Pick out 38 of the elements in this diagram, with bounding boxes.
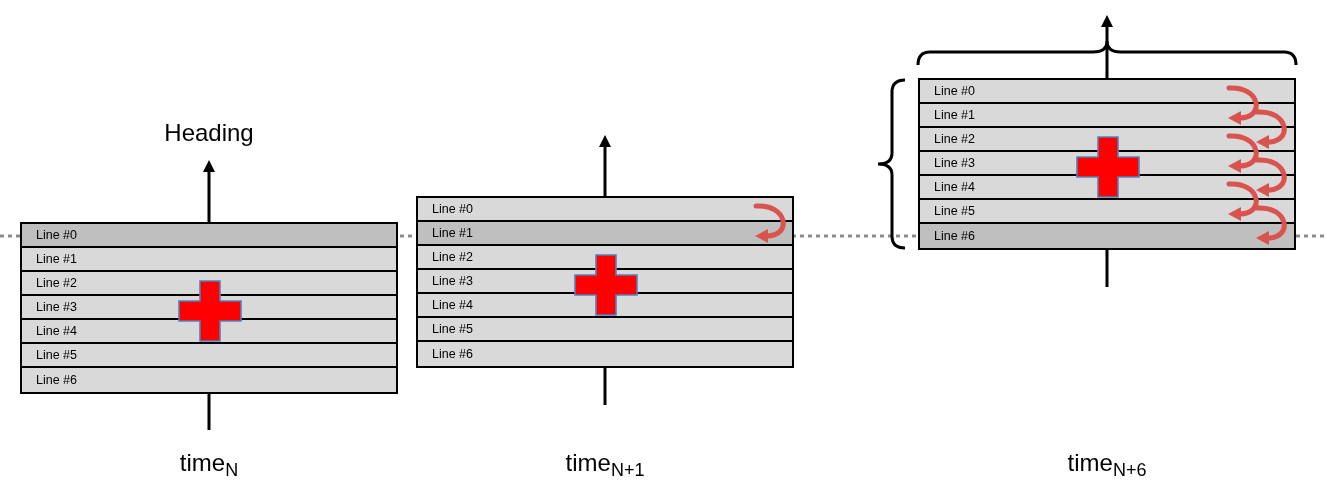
row-label: Line #0 [934,84,975,98]
highlighted-row [418,222,792,246]
highlighted-row [22,224,396,248]
time-label: time$_{N}$ [179,449,239,477]
row-label: Line #1 [36,252,77,266]
row-label: Line #5 [36,348,77,362]
row-label: Line #1 [432,226,473,240]
row-label: Line #5 [432,322,473,336]
row-label: Line #4 [934,180,975,194]
curved-arrow [753,203,786,243]
row-label: Line #0 [432,202,473,216]
row-label: Line #1 [934,108,975,122]
row-label: Line #3 [934,156,975,170]
curved-arrow [1254,205,1287,245]
highlighted-row [920,224,1294,248]
heading-label: Heading [164,119,254,147]
row-label: Line #6 [934,229,975,243]
row-label: Line #3 [432,274,473,288]
curved-arrow [1226,181,1259,221]
curved-arrow [1226,133,1259,173]
line-stack [20,222,398,394]
line-stack [416,196,794,368]
curved-arrow [1226,85,1259,125]
row-label: Line #4 [36,324,77,338]
line-stack [918,78,1296,250]
curved-arrow [1254,109,1287,149]
row-label: Line #2 [36,276,77,290]
row-label: Line #0 [36,228,77,242]
row-label: Line #2 [432,250,473,264]
row-label: Line #3 [36,300,77,314]
row-label: Line #6 [432,347,473,361]
time-label: time$_{N+6}$ [1067,449,1147,477]
time-label: time$_{N+1}$ [565,449,645,477]
curved-arrow [1254,157,1287,197]
row-label: Line #5 [934,204,975,218]
row-label: Line #4 [432,298,473,312]
row-label: Line #2 [934,132,975,146]
row-label: Line #6 [36,373,77,387]
